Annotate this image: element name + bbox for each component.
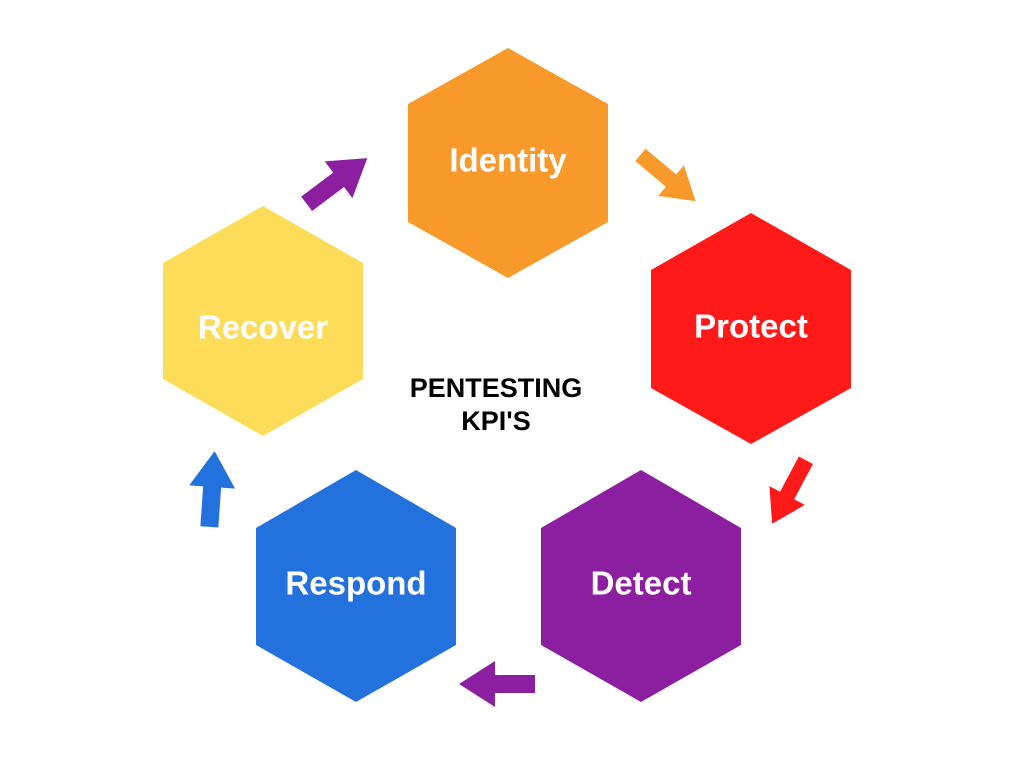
hex-detect-label: Detect [591,565,692,602]
hex-protect-shape [651,213,851,444]
hex-node-recover: Recover [163,206,363,436]
arrow-identity-to-protect-shape [635,148,696,202]
arrow-recover-to-identity [301,158,368,212]
hex-detect-shape [541,470,741,702]
center-title-line-1: PENTESTING [410,373,583,403]
center-title-line-2: KPI'S [461,406,530,436]
arrow-respond-to-recover [189,451,236,528]
hex-node-respond: Respond [256,470,456,702]
arrow-recover-to-identity-shape [301,158,368,212]
arrow-detect-to-respond [459,661,535,707]
hex-node-protect: Protect [651,213,851,444]
hex-recover-label: Recover [198,309,328,346]
arrow-respond-to-recover-shape [189,451,236,528]
arrow-protect-to-detect-shape [769,456,813,524]
arrow-identity-to-protect [635,148,696,202]
hex-respond-shape [256,470,456,702]
hex-identity-shape [408,48,608,278]
hex-respond-label: Respond [285,565,426,602]
hex-protect-label: Protect [694,308,808,345]
hex-identity-label: Identity [449,142,567,179]
arrow-protect-to-detect [769,456,813,524]
hex-node-identity: Identity [408,48,608,278]
hex-node-detect: Detect [541,470,741,702]
arrow-detect-to-respond-shape [459,661,535,707]
center-title: PENTESTING KPI'S [410,373,583,436]
hex-recover-shape [163,206,363,436]
